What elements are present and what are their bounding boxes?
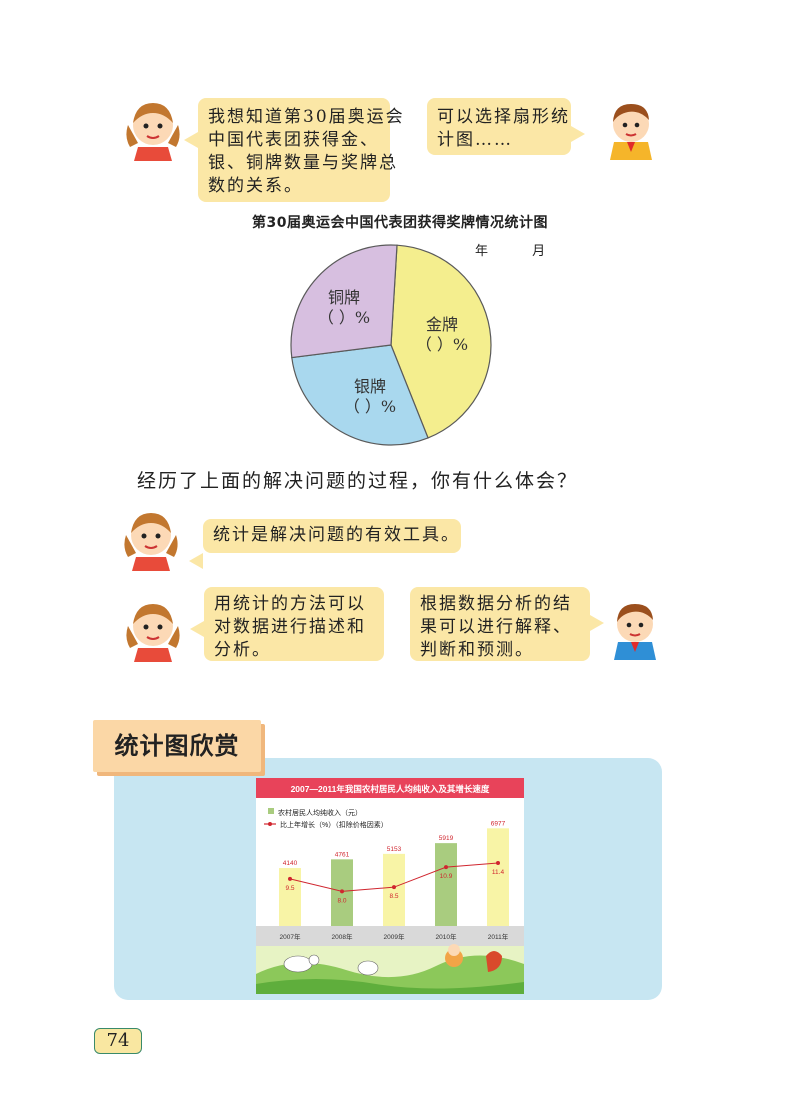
- pie-label-bronze: 铜牌 （ ）%: [316, 288, 372, 328]
- boy-speech-bubble-2: 根据数据分析的结 果可以进行解释、 判断和预测。: [410, 587, 604, 661]
- income-chart: 2007—2011年我国农村居民人均纯收入及其增长速度 农村居民人均纯收入（元）…: [256, 778, 524, 994]
- bubble-line: 中国代表团获得金、: [208, 130, 379, 150]
- income-bar: [279, 868, 301, 926]
- bubble-line: 可以选择扇形统: [437, 107, 570, 127]
- pie-label-silver: 银牌 （ ）%: [340, 377, 400, 417]
- income-value-label: 4761: [335, 851, 350, 858]
- boy-avatar: [614, 604, 656, 660]
- slice-percent: （ ）%: [343, 397, 397, 416]
- pie-slice-1: [291, 344, 429, 446]
- bubble-line: 统计是解决问题的有效工具。: [213, 525, 460, 545]
- girl-speech-bubble-1: 我想知道第30届奥运会 中国代表团获得金、 银、铜牌数量与奖牌总 数的关系。: [184, 98, 405, 202]
- boy-speech-bubble-1: 可以选择扇形统 计图……: [427, 98, 585, 155]
- bubble-line: 银、铜牌数量与奖牌总: [208, 153, 398, 173]
- bubble-line: 数的关系。: [208, 176, 303, 196]
- growth-value-label: 11.4: [492, 869, 505, 876]
- bubble-line: 用统计的方法可以: [214, 594, 366, 614]
- section-title-tab: 统计图欣赏: [93, 720, 261, 772]
- income-bar: [383, 853, 405, 926]
- growth-value-label: 9.5: [285, 885, 294, 892]
- boy-avatar: [610, 104, 652, 160]
- section-title: 统计图欣赏: [114, 732, 240, 760]
- legend-growth: 比上年增长（%）（扣除价格因素）: [280, 820, 388, 829]
- slice-percent: （ ）%: [317, 308, 371, 327]
- growth-point: [444, 865, 448, 870]
- slice-name: 银牌: [353, 377, 386, 396]
- slice-name: 铜牌: [327, 288, 360, 307]
- chart-title: 2007—2011年我国农村居民人均纯收入及其增长速度: [291, 784, 490, 794]
- growth-point: [496, 861, 500, 865]
- girl-speech-bubble-2: 统计是解决问题的有效工具。: [189, 519, 461, 569]
- year-tick-label: 2011年: [488, 932, 509, 941]
- growth-value-label: 8.0: [337, 897, 346, 904]
- pie-slice-0: [390, 244, 492, 439]
- date-blank: 年 月: [475, 244, 566, 259]
- bubble-line: 判断和预测。: [420, 640, 534, 660]
- growth-point: [288, 876, 292, 881]
- chart-header: [256, 778, 524, 798]
- girl-avatar: [126, 604, 180, 662]
- slice-name: 金牌: [425, 315, 458, 334]
- growth-point: [340, 889, 344, 894]
- farm-scene-illustration: [256, 944, 524, 994]
- income-bar: [487, 828, 509, 926]
- girl-avatar: [124, 513, 178, 571]
- year-band: [256, 926, 524, 946]
- bubble-line: 我想知道第30届奥运会: [208, 107, 405, 127]
- bubble-line: 计图……: [437, 130, 513, 150]
- medal-pie-chart: [290, 244, 492, 446]
- pie-chart-title: 第30届奥运会中国代表团获得奖牌情况统计图: [252, 215, 548, 231]
- growth-value-label: 8.5: [389, 893, 398, 900]
- bubble-line: 对数据进行描述和: [214, 617, 366, 637]
- income-value-label: 6977: [491, 820, 506, 827]
- reflection-question: 经历了上面的解决问题的过程，你有什么体会？: [137, 470, 579, 492]
- growth-point: [392, 885, 396, 890]
- growth-value-label: 10.9: [440, 873, 453, 880]
- year-tick-label: 2010年: [436, 932, 457, 941]
- pie-slice-2: [290, 244, 398, 359]
- income-value-label: 5153: [387, 846, 402, 853]
- bubble-line: 果可以进行解释、: [420, 617, 572, 637]
- page-number: 74: [94, 1028, 142, 1054]
- girl-avatar: [126, 103, 180, 161]
- slice-percent: （ ）%: [415, 335, 469, 354]
- legend-swatch-income: [268, 808, 274, 814]
- year-tick-label: 2009年: [384, 932, 405, 941]
- year-tick-label: 2008年: [332, 932, 353, 941]
- legend-marker-growth: [268, 822, 272, 826]
- income-bar: [435, 843, 457, 926]
- bubble-line: 根据数据分析的结: [420, 594, 572, 614]
- income-value-label: 4140: [283, 860, 298, 867]
- year-tick-label: 2007年: [280, 932, 301, 941]
- bubble-line: 分析。: [214, 640, 271, 660]
- pie-label-gold: 金牌 （ ）%: [412, 315, 472, 355]
- income-value-label: 5919: [439, 835, 454, 842]
- legend-income: 农村居民人均纯收入（元）: [278, 808, 362, 817]
- girl-speech-bubble-3: 用统计的方法可以 对数据进行描述和 分析。: [190, 587, 384, 661]
